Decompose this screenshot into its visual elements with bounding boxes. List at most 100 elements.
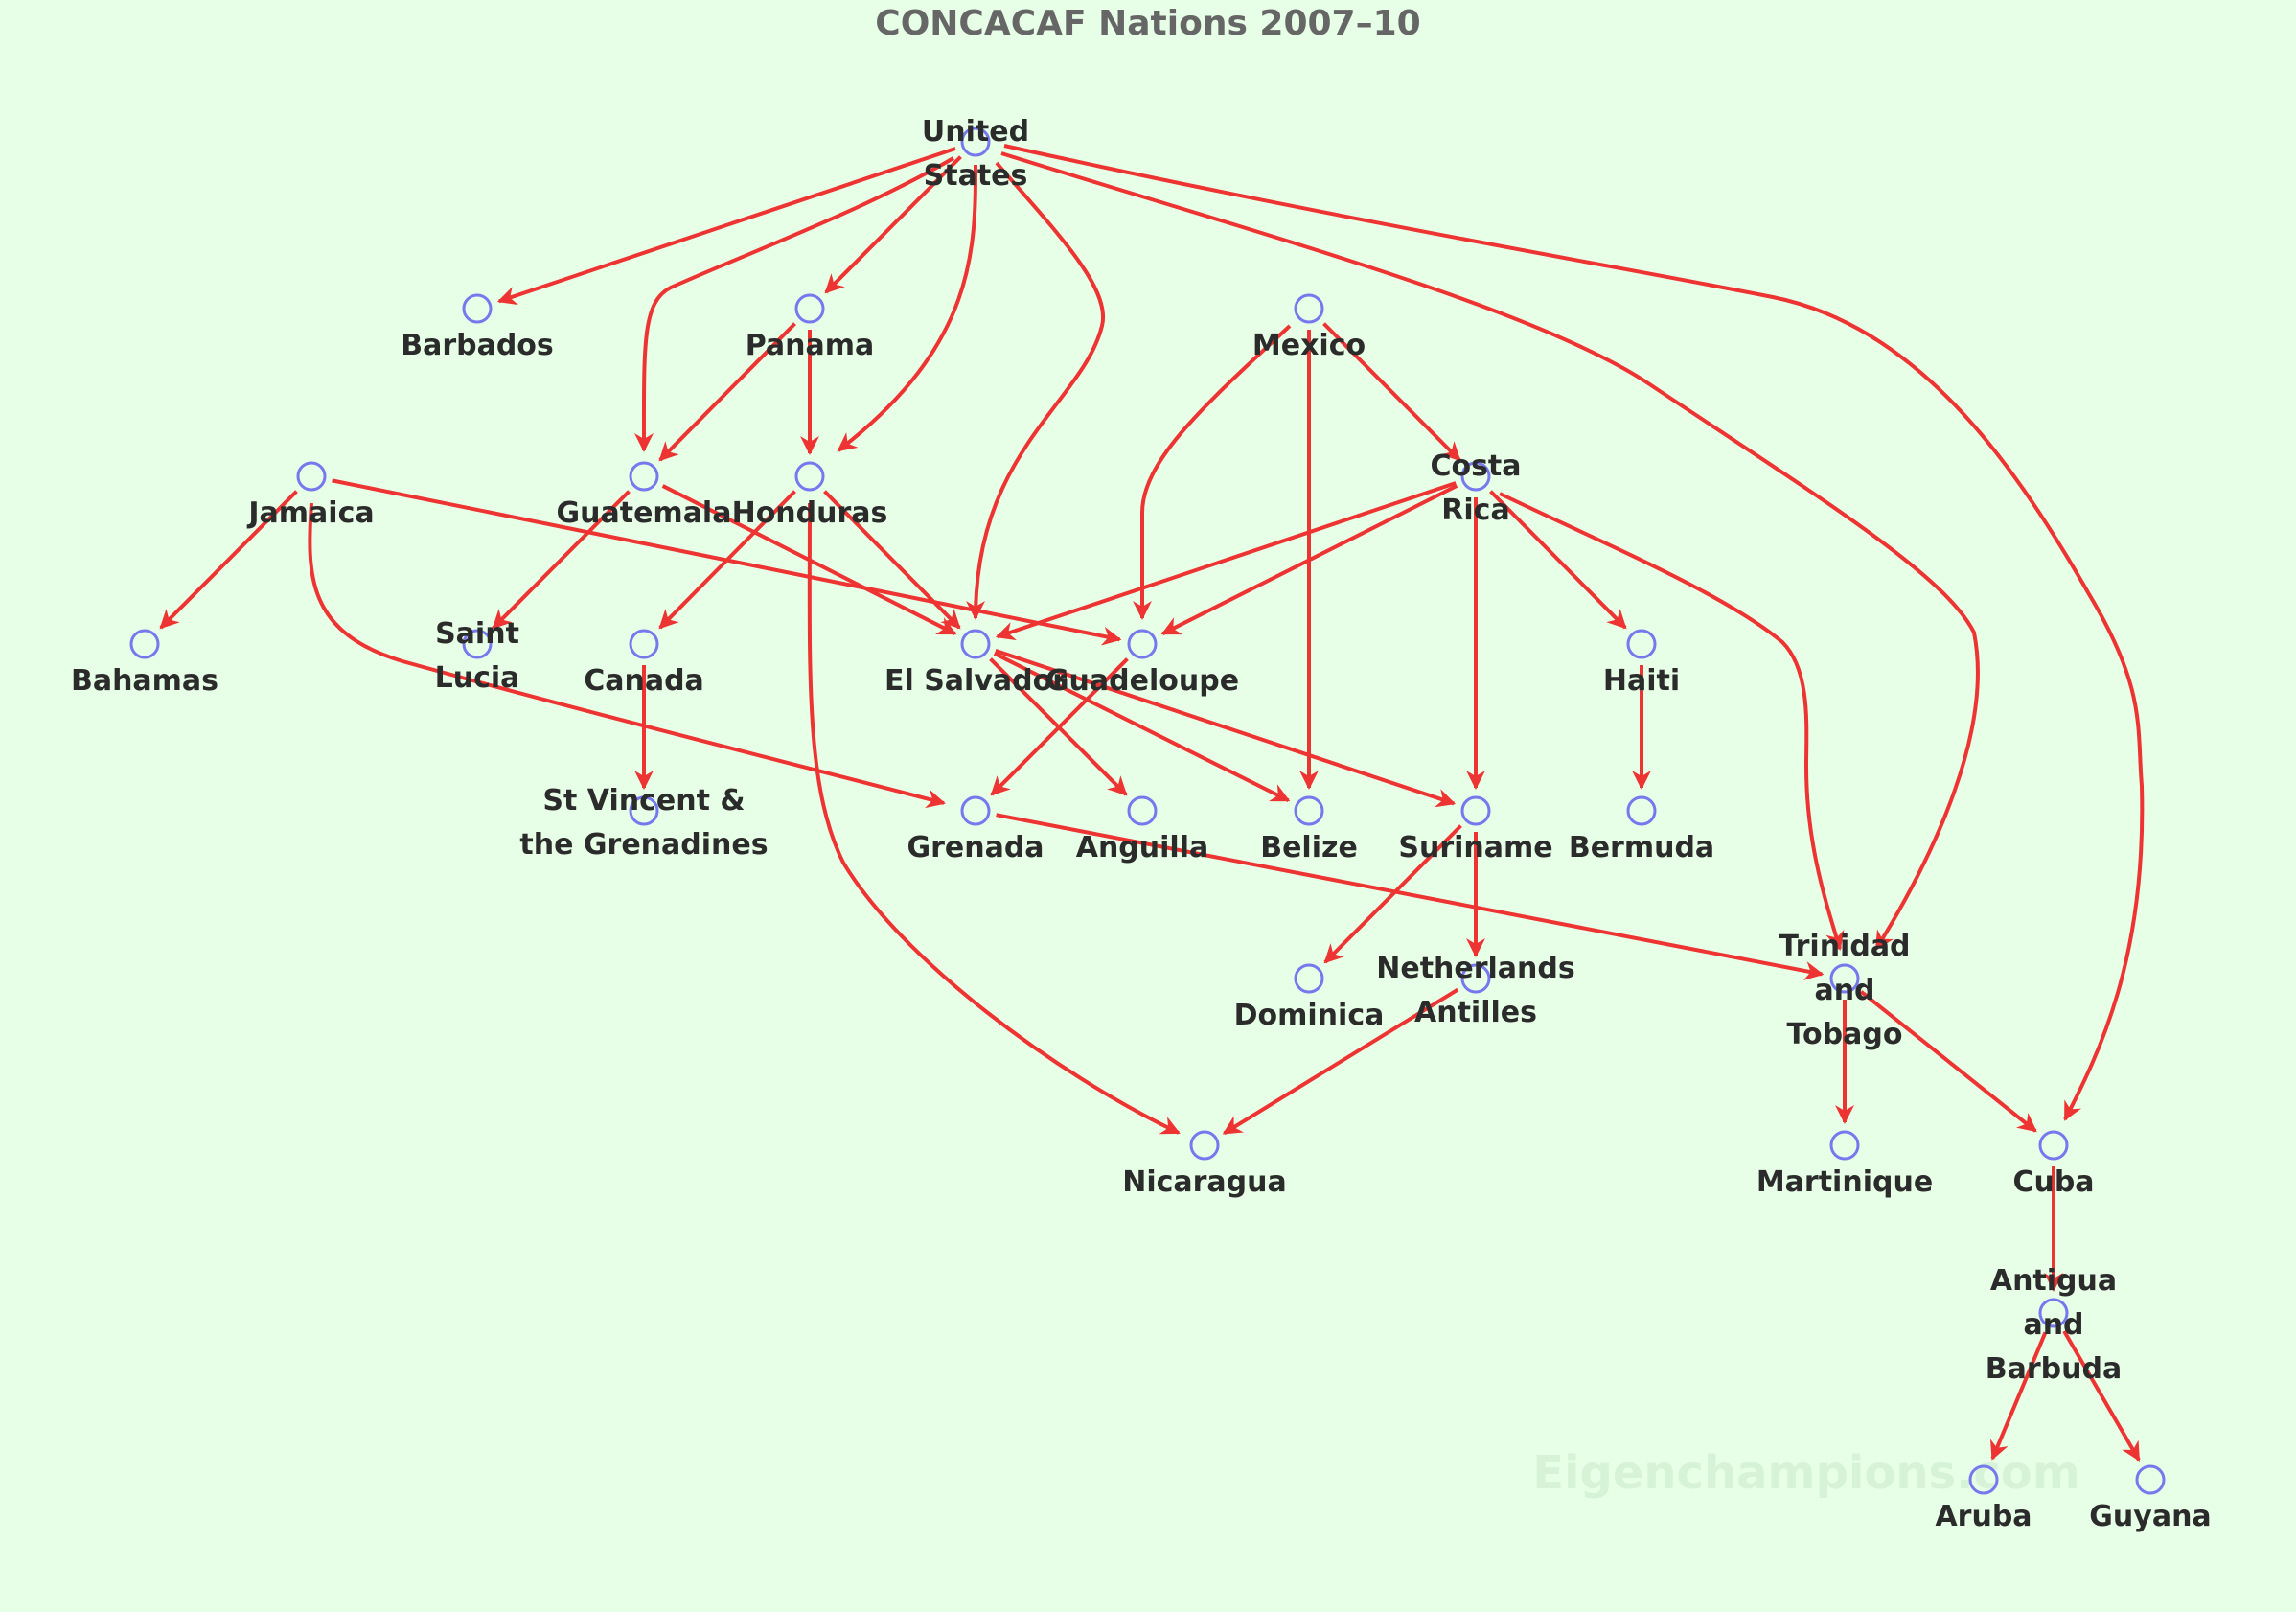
node-circle-icon[interactable] — [960, 629, 991, 659]
node-label-line: Guadeloupe — [1045, 664, 1239, 698]
node-label: Martinique — [1756, 1165, 1933, 1199]
edge-netherlands-antilles-to-nicaragua — [1222, 987, 1459, 1136]
node-barbados[interactable]: Barbados — [401, 293, 554, 362]
node-label-line: Haiti — [1603, 664, 1680, 698]
node-honduras[interactable]: Honduras — [732, 461, 888, 530]
node-el-salvador[interactable]: El Salvador — [884, 629, 1067, 698]
edge-panama-to-guatemala — [658, 322, 796, 462]
edge-costa-rica-to-el-salvador — [995, 481, 1457, 641]
node-label-line: El Salvador — [884, 664, 1067, 698]
node-nicaragua[interactable]: Nicaragua — [1122, 1130, 1287, 1199]
node-label-line: Honduras — [732, 496, 888, 530]
node-label-line: Trinidad — [1779, 930, 1910, 963]
node-martinique[interactable]: Martinique — [1756, 1130, 1933, 1199]
node-label-line: Bermuda — [1569, 831, 1714, 864]
node-circle-icon[interactable] — [462, 293, 493, 324]
node-anguilla[interactable]: Anguilla — [1076, 795, 1209, 864]
edge-united-states-to-honduras — [837, 164, 977, 452]
node-label-line: Cuba — [2012, 1165, 2094, 1199]
edge-el-salvador-to-belize — [993, 652, 1291, 803]
node-circle-icon[interactable] — [2038, 1130, 2069, 1161]
node-label-line: and — [2023, 1308, 2083, 1342]
node-grenada[interactable]: Grenada — [907, 795, 1045, 864]
node-guadeloupe[interactable]: Guadeloupe — [1045, 629, 1239, 698]
node-label-line: Antilles — [1414, 996, 1537, 1029]
node-circle-icon[interactable] — [1460, 461, 1491, 492]
node-circle-icon[interactable] — [960, 127, 991, 157]
edge-layer — [159, 144, 2145, 1462]
node-circle-icon[interactable] — [1829, 963, 1860, 994]
edge-guadeloupe-to-grenada — [990, 657, 1129, 796]
node-bahamas[interactable]: Bahamas — [71, 629, 218, 698]
node-circle-icon[interactable] — [1294, 293, 1324, 324]
node-circle-icon[interactable] — [794, 293, 825, 324]
node-circle-icon[interactable] — [1626, 795, 1657, 826]
node-circle-icon[interactable] — [960, 795, 991, 826]
node-belize[interactable]: Belize — [1260, 795, 1358, 864]
node-circle-icon[interactable] — [1626, 629, 1657, 659]
node-circle-icon[interactable] — [1127, 795, 1158, 826]
node-label: El Salvador — [884, 664, 1067, 698]
node-circle-icon[interactable] — [1460, 963, 1491, 994]
node-mexico[interactable]: Mexico — [1252, 293, 1366, 362]
node-suriname[interactable]: Suriname — [1398, 795, 1553, 864]
edge-mexico-to-guadeloupe — [1133, 324, 1292, 620]
node-haiti[interactable]: Haiti — [1603, 629, 1680, 698]
node-dominica[interactable]: Dominica — [1234, 963, 1385, 1032]
node-circle-icon[interactable] — [1829, 1130, 1860, 1161]
node-label-line: Guatemala — [557, 496, 732, 530]
node-label: Guadeloupe — [1045, 664, 1239, 698]
node-circle-icon[interactable] — [2038, 1298, 2069, 1328]
node-label: Haiti — [1603, 664, 1680, 698]
node-circle-icon[interactable] — [794, 461, 825, 492]
node-label: Dominica — [1234, 999, 1385, 1032]
node-cuba[interactable]: Cuba — [2012, 1130, 2095, 1199]
node-label-line: United — [922, 115, 1029, 149]
node-circle-icon[interactable] — [1127, 629, 1158, 659]
node-label-line: Nicaragua — [1122, 1165, 1287, 1199]
node-label: Cuba — [2012, 1165, 2094, 1199]
node-circle-icon[interactable] — [1189, 1130, 1220, 1161]
node-st-vincent[interactable]: St Vincent & the Grenadines — [519, 784, 768, 862]
node-label-line: Tobago — [1787, 1018, 1903, 1051]
node-label: Guyana — [2089, 1500, 2211, 1533]
node-jamaica[interactable]: Jamaica — [246, 461, 375, 530]
node-circle-icon[interactable] — [1968, 1464, 1999, 1495]
node-bermuda[interactable]: Bermuda — [1569, 795, 1714, 864]
node-circle-icon[interactable] — [629, 461, 659, 492]
node-circle-icon[interactable] — [629, 795, 659, 826]
node-circle-icon[interactable] — [296, 461, 327, 492]
node-circle-icon[interactable] — [462, 629, 493, 659]
node-label-line: St Vincent & — [542, 784, 745, 818]
diagram-title: CONCACAF Nations 2007–10 — [875, 4, 1420, 43]
node-circle-icon[interactable] — [129, 629, 160, 659]
node-aruba[interactable]: Aruba — [1935, 1464, 2032, 1533]
edge-jamaica-to-grenada — [308, 502, 946, 809]
node-guatemala[interactable]: Guatemala — [557, 461, 732, 530]
node-label-line: Antigua — [1990, 1264, 2117, 1298]
node-circle-icon[interactable] — [1294, 795, 1324, 826]
node-circle-icon[interactable] — [629, 629, 659, 659]
node-label: Honduras — [732, 496, 888, 530]
node-label: Mexico — [1252, 329, 1366, 362]
edge-united-states-to-el-salvador — [966, 161, 1106, 620]
node-circle-icon[interactable] — [2135, 1464, 2166, 1495]
node-label-line: Anguilla — [1076, 831, 1209, 864]
edge-united-states-to-panama — [824, 155, 962, 294]
node-circle-icon[interactable] — [1294, 963, 1324, 994]
edge-united-states-to-trinidad-tobago — [1000, 151, 1980, 951]
edge-costa-rica-to-haiti — [1489, 490, 1627, 630]
node-panama[interactable]: Panama — [746, 293, 875, 362]
node-label-line: Saint — [435, 617, 519, 651]
node-label-line: the Grenadines — [519, 828, 768, 862]
node-guyana[interactable]: Guyana — [2089, 1464, 2212, 1533]
node-circle-icon[interactable] — [1460, 795, 1491, 826]
node-label-line: Costa — [1430, 449, 1521, 483]
node-canada[interactable]: Canada — [584, 629, 704, 698]
